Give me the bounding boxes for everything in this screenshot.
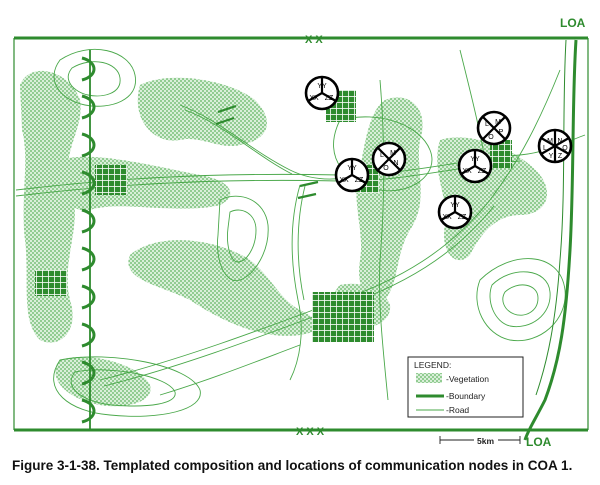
node-label: O xyxy=(488,134,494,141)
boundary-label-bottom: X X X xyxy=(296,426,325,438)
node-label: XX xyxy=(309,95,319,102)
loa-label-bottom: LOA xyxy=(526,435,552,449)
node-label: ZZ xyxy=(325,95,334,102)
node-divider xyxy=(481,127,495,141)
comm-clusters xyxy=(35,90,512,342)
figure-caption: Figure 3-1-38. Templated composition and… xyxy=(12,458,573,473)
node-divider xyxy=(474,165,490,175)
node-divider xyxy=(481,115,495,129)
map-frame xyxy=(13,36,589,432)
node-label: Y xyxy=(549,153,554,160)
roads xyxy=(15,49,586,401)
node-divider xyxy=(376,158,390,172)
left-boundary xyxy=(81,50,96,430)
node-label: L xyxy=(543,145,547,152)
node-divider xyxy=(540,137,556,147)
node-divider xyxy=(554,145,570,155)
node-divider xyxy=(540,145,556,155)
node-divider xyxy=(554,137,570,147)
legend-title: LEGEND: xyxy=(414,360,451,370)
node-5: YY XX ZZ xyxy=(457,148,493,184)
node-label: Q xyxy=(562,145,568,152)
node-label: N xyxy=(557,138,562,145)
node-label: YY xyxy=(470,156,480,163)
node-divider xyxy=(454,211,470,221)
node-label: M xyxy=(547,138,553,145)
vegetation-symbol xyxy=(416,373,442,383)
node-2: YY XX ZZ xyxy=(334,157,370,193)
node-label: ZZ xyxy=(478,168,487,175)
node-label: L xyxy=(380,152,384,159)
legend-item-vegetation: -Vegetation xyxy=(416,373,489,384)
loa-boundary xyxy=(523,39,578,441)
node-divider xyxy=(376,146,390,160)
node-label: YY xyxy=(450,202,460,209)
node-label: P xyxy=(499,129,504,136)
node-divider xyxy=(388,158,402,172)
legend-item-road: -Road xyxy=(416,405,469,415)
node-label: ZZ xyxy=(355,177,364,184)
node-divider xyxy=(351,174,367,184)
node-divider xyxy=(321,92,337,102)
node-label: O xyxy=(383,165,389,172)
legend: LEGEND: -Vegetation -Boundary -Road xyxy=(407,356,524,418)
node-divider xyxy=(337,174,353,184)
node-label: M xyxy=(495,119,501,126)
node-label: N xyxy=(393,160,398,167)
legend-item-boundary: -Boundary xyxy=(416,391,486,401)
node-label: XX xyxy=(339,177,349,184)
node-divider xyxy=(493,115,507,129)
node-divider xyxy=(460,165,476,175)
scale-bar: 5km xyxy=(439,434,521,446)
node-label: M xyxy=(390,150,396,157)
node-divider xyxy=(307,92,323,102)
scale-label: 5km xyxy=(477,436,494,446)
vegetation-areas xyxy=(20,70,548,407)
node-label: XX xyxy=(442,214,452,221)
node-6: YY XX ZZ xyxy=(437,194,473,230)
node-label: YY xyxy=(317,83,327,90)
legend-label: -Road xyxy=(446,405,469,415)
node-1: YY XX ZZ xyxy=(304,75,340,111)
node-label: XX xyxy=(462,168,472,175)
node-label: YY xyxy=(347,165,357,172)
node-divider xyxy=(388,146,402,160)
legend-label: -Vegetation xyxy=(446,374,489,384)
node-label: ZZ xyxy=(458,214,467,221)
node-divider xyxy=(493,127,507,141)
node-label: L xyxy=(485,121,489,128)
crossings xyxy=(215,104,319,200)
node-divider xyxy=(440,211,456,221)
loa-label-top: LOA xyxy=(560,16,586,30)
legend-label: -Boundary xyxy=(446,391,486,401)
boundary-label-top: X X xyxy=(305,34,323,46)
node-label: Z xyxy=(558,153,563,160)
